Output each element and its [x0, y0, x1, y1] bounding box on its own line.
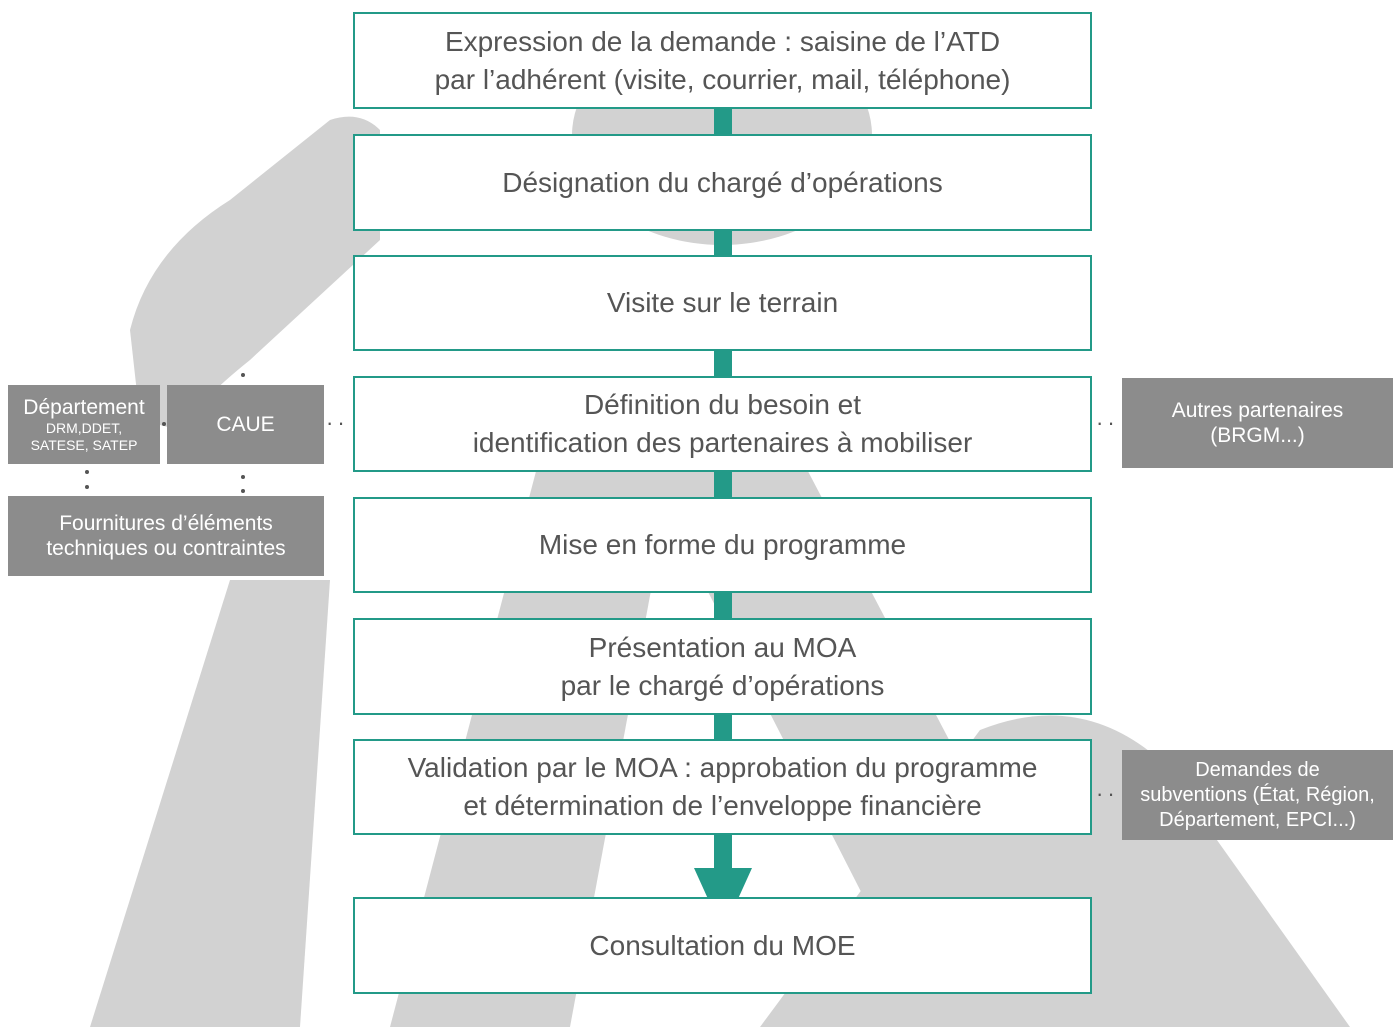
connector-6 [714, 714, 732, 740]
dot-departement-bottom-2 [85, 485, 89, 489]
box-caue: CAUE [167, 385, 324, 464]
step-designation-charge: Désignation du chargé d’opérations [353, 134, 1092, 231]
bg-shape-body-left [90, 580, 330, 1027]
connector-3 [714, 350, 732, 376]
dot-caue-bottom-2 [241, 489, 245, 493]
dot-departement-caue [162, 422, 166, 426]
step-validation-moa: Validation par le MOA : approbation du p… [353, 739, 1092, 835]
connector-5 [714, 592, 732, 618]
connector-2 [714, 230, 732, 256]
step-expression-demande: Expression de la demande : saisine de l’… [353, 12, 1092, 109]
dot-caue-bottom-1 [241, 475, 245, 479]
box-fournitures: Fournitures d’éléments techniques ou con… [8, 496, 324, 576]
dots-step-to-autres: ·· [1096, 410, 1119, 435]
step-definition-besoin: Définition du besoin et identification d… [353, 376, 1092, 472]
dots-step-to-subventions: ·· [1096, 781, 1119, 806]
bg-shape-arm-left [130, 116, 380, 431]
step-consultation-moe: Consultation du MOE [353, 897, 1092, 994]
step-visite-terrain: Visite sur le terrain [353, 255, 1092, 351]
departement-title: Département [23, 395, 145, 419]
connector-4 [714, 471, 732, 497]
departement-details: DRM,DDET, SATESE, SATEP [30, 419, 138, 453]
box-autres-partenaires: Autres partenaires (BRGM...) [1122, 378, 1393, 468]
box-demandes-subventions: Demandes de subventions (État, Région, D… [1122, 750, 1393, 840]
dots-caue-to-step: ·· [326, 410, 349, 435]
connector-7 [714, 834, 732, 874]
step-presentation-moa: Présentation au MOA par le chargé d’opér… [353, 618, 1092, 715]
connector-1 [714, 108, 732, 134]
dot-caue-top [241, 373, 245, 377]
step-mise-en-forme: Mise en forme du programme [353, 497, 1092, 593]
box-departement: Département DRM,DDET, SATESE, SATEP [8, 385, 160, 464]
dot-departement-bottom-1 [85, 470, 89, 474]
